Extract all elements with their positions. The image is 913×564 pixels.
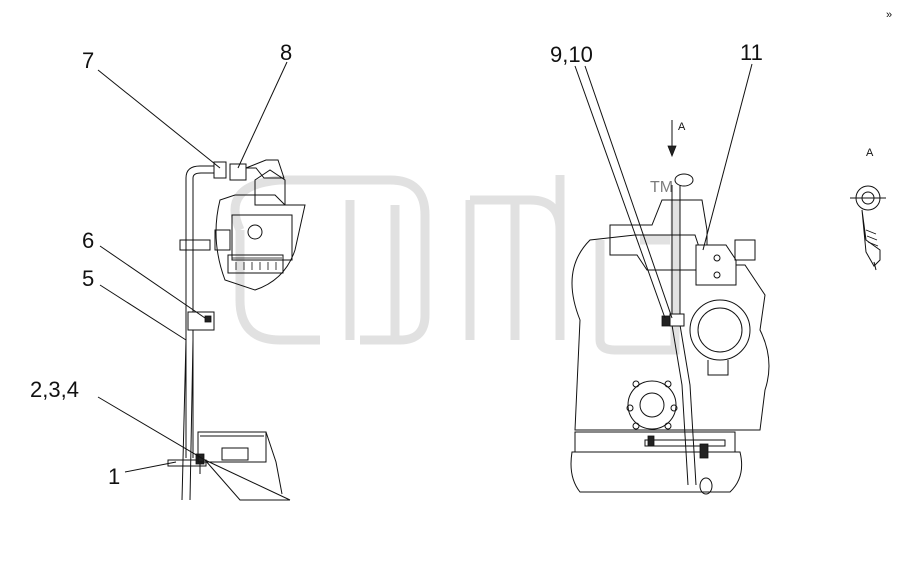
svg-text:TM: TM [650, 179, 673, 196]
hose-8 [229, 163, 247, 181]
callout-labels: 7 8 6 5 2,3,4 1 9,10 11 A A [30, 40, 874, 489]
flange [627, 380, 677, 430]
callout-9-10: 9,10 [550, 42, 593, 67]
pump-11 [695, 244, 737, 286]
callout-5: 5 [82, 266, 94, 291]
clamp-9-10 [661, 315, 671, 327]
oil-pan [197, 431, 267, 463]
right-assembly [570, 120, 770, 495]
pipe-bend [185, 165, 216, 179]
watermark-logo: TM [230, 175, 680, 355]
pipe-right [671, 185, 681, 325]
pipe-cap [674, 173, 694, 187]
detail-view-a: » [850, 9, 892, 271]
view-arrow-label: A [678, 121, 686, 133]
left-assembly [167, 159, 306, 501]
callout-6: 6 [82, 228, 94, 253]
callout-8: 8 [280, 40, 292, 65]
callout-1: 1 [108, 464, 120, 489]
callout-7: 7 [82, 48, 94, 73]
callout-2-3-4: 2,3,4 [30, 377, 79, 402]
engine-block [571, 234, 770, 431]
leader-lines [97, 61, 753, 501]
turbo-housing [215, 194, 306, 291]
callout-11: 11 [740, 40, 763, 65]
pump-housing [689, 299, 751, 361]
detail-view-label: A [866, 147, 874, 159]
svg-text:»: » [886, 9, 892, 21]
